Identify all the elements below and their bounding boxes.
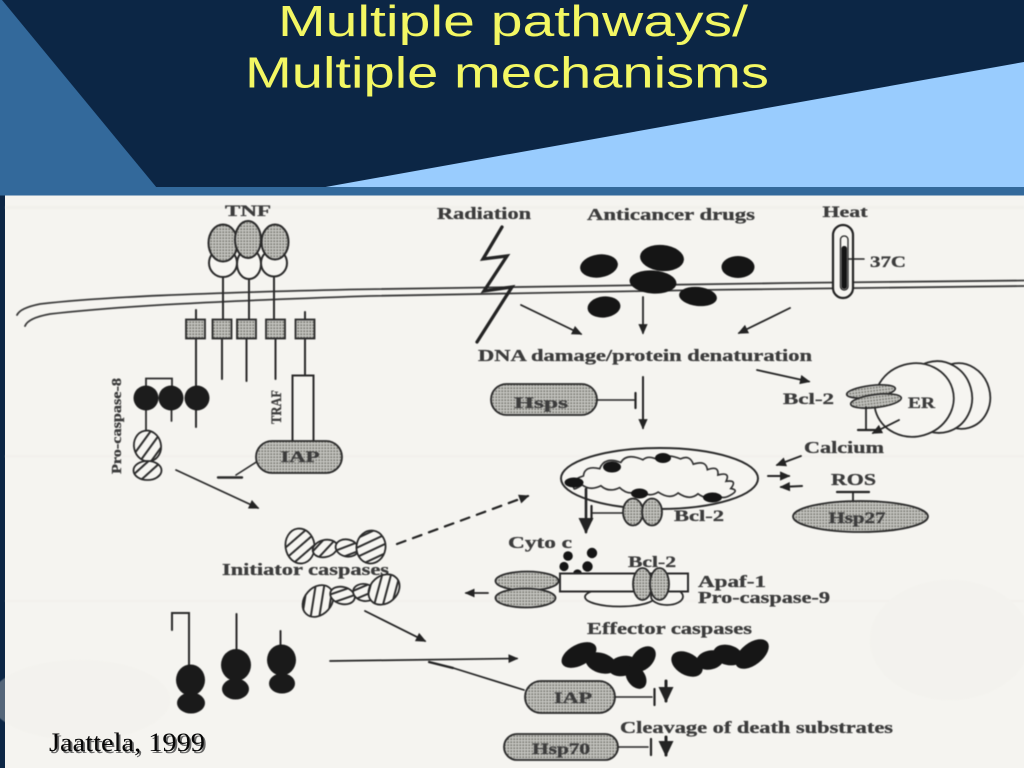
svg-text:Bcl-2: Bcl-2 (783, 391, 834, 408)
svg-text:ROS: ROS (831, 470, 876, 489)
svg-text:Pro-caspase-9: Pro-caspase-9 (698, 588, 830, 607)
svg-text:IAP: IAP (554, 690, 592, 707)
svg-text:Cyto c: Cyto c (508, 533, 572, 552)
svg-text:Jaattela, 1999: Jaattela, 1999 (49, 728, 205, 757)
svg-text:Initiator caspases: Initiator caspases (222, 560, 390, 579)
svg-text:IAP: IAP (281, 449, 321, 466)
svg-text:Jaattela, 1999: Jaattela, 1999 (51, 730, 207, 759)
svg-text:Heat: Heat (823, 204, 869, 221)
svg-text:Apaf-1: Apaf-1 (698, 572, 766, 591)
svg-text:Calcium: Calcium (804, 438, 884, 457)
svg-text:TNF: TNF (225, 203, 271, 220)
svg-text:Multiple mechanisms: Multiple mechanisms (245, 49, 769, 98)
svg-text:Hsps: Hsps (514, 395, 568, 412)
svg-text:Pro-caspase-8: Pro-caspase-8 (110, 378, 125, 474)
svg-text:37C: 37C (870, 254, 906, 271)
svg-text:Anticancer drugs: Anticancer drugs (587, 205, 756, 224)
svg-text:Multiple pathways/: Multiple pathways/ (278, 0, 749, 46)
svg-text:Hsp70: Hsp70 (532, 741, 590, 758)
svg-text:Radiation: Radiation (437, 204, 532, 223)
svg-text:ER: ER (908, 395, 936, 412)
svg-text:Cleavage of death substrates: Cleavage of death substrates (620, 718, 894, 737)
svg-text:TRAF: TRAF (269, 390, 285, 424)
svg-text:DNA damage/protein denaturatio: DNA damage/protein denaturation (478, 346, 812, 365)
svg-text:Bcl-2: Bcl-2 (628, 554, 676, 571)
svg-text:Hsp27: Hsp27 (829, 510, 886, 527)
svg-text:Bcl-2: Bcl-2 (674, 508, 724, 525)
svg-text:Effector caspases: Effector caspases (587, 619, 753, 638)
